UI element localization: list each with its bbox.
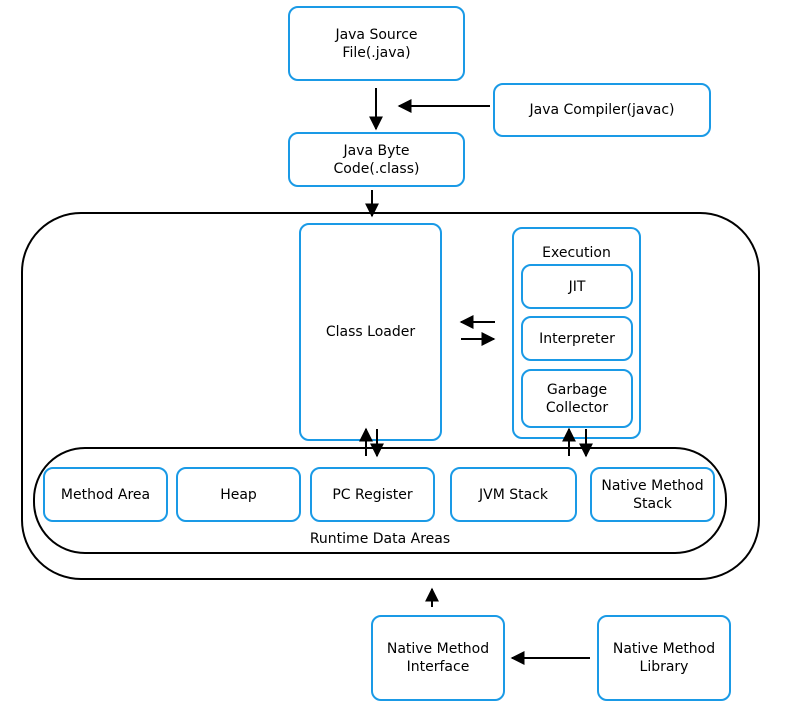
- java-source-file-node: Java Source File(.java): [288, 6, 465, 81]
- jvm-container: [21, 212, 760, 580]
- method-area-node: Method Area: [43, 467, 168, 522]
- interpreter-node: Interpreter: [521, 316, 633, 361]
- java-byte-code-node: Java Byte Code(.class): [288, 132, 465, 187]
- runtime-data-areas-label: Runtime Data Areas: [309, 531, 451, 547]
- garbage-collector-node: Garbage Collector: [521, 369, 633, 428]
- native-method-library-node: Native Method Library: [597, 615, 731, 701]
- execution-label: Execution: [542, 245, 611, 261]
- java-compiler-node: Java Compiler(javac): [493, 83, 711, 137]
- pc-register-node: PC Register: [310, 467, 435, 522]
- class-loader-node: Class Loader: [299, 223, 442, 441]
- heap-node: Heap: [176, 467, 301, 522]
- native-method-interface-node: Native Method Interface: [371, 615, 505, 701]
- jit-node: JIT: [521, 264, 633, 309]
- jvm-stack-node: JVM Stack: [450, 467, 577, 522]
- native-method-stack-node: Native Method Stack: [590, 467, 715, 522]
